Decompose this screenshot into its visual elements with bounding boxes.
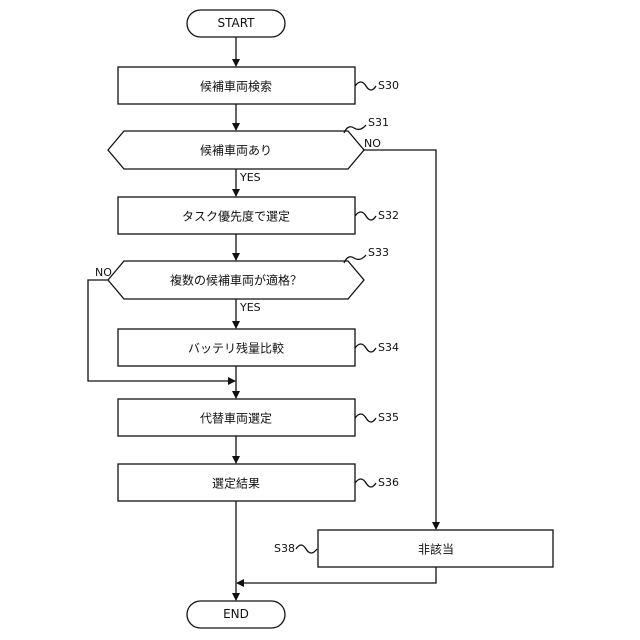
branch-s31-yes: YES <box>240 171 261 184</box>
branch-s33-yes: YES <box>240 301 261 314</box>
step-id-s36: S36 <box>378 476 399 489</box>
step-s38-text: 非該当 <box>418 541 454 558</box>
step-s35-text: 代替車両選定 <box>200 410 272 427</box>
step-id-s31: S31 <box>368 116 389 129</box>
step-id-s34: S34 <box>378 341 399 354</box>
step-s30-text: 候補車両検索 <box>200 78 272 95</box>
step-id-s35: S35 <box>378 411 399 424</box>
decision-s31-text: 候補車両あり <box>200 142 272 159</box>
step-s34-text: バッテリ残量比較 <box>188 340 284 357</box>
flow-s31-no <box>364 150 436 529</box>
leader-s38 <box>296 545 317 553</box>
leader-s34 <box>355 344 376 352</box>
step-id-s38: S38 <box>274 542 295 555</box>
decision-s33-text: 複数の候補車両が適格？ <box>170 272 302 289</box>
branch-s33-no: NO <box>95 266 112 279</box>
flow-s38-end <box>237 567 436 583</box>
branch-s31-no: NO <box>364 137 381 150</box>
leader-s35 <box>355 414 376 422</box>
start-label: START <box>217 16 254 30</box>
step-id-s33: S33 <box>368 246 389 259</box>
leader-s32 <box>355 212 376 220</box>
end-label: END <box>223 607 249 621</box>
leader-s30 <box>355 82 376 90</box>
step-id-s32: S32 <box>378 209 399 222</box>
step-s32-text: タスク優先度で選定 <box>182 208 290 225</box>
step-id-s30: S30 <box>378 79 399 92</box>
step-s36-text: 選定結果 <box>212 475 260 492</box>
leader-s36 <box>355 479 376 487</box>
